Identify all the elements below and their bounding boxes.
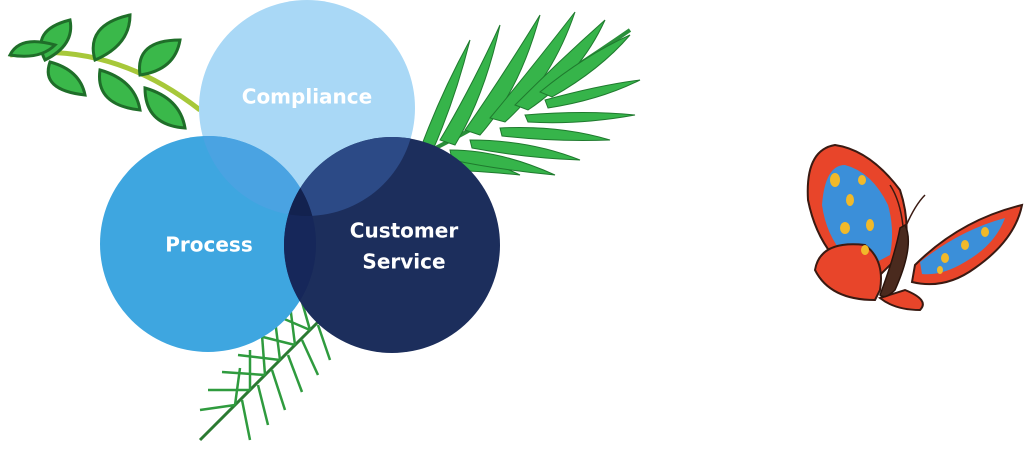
venn-overlap-compliance-process — [199, 136, 316, 216]
label-customer-service-line1: Customer — [350, 219, 459, 243]
label-compliance: Compliance — [242, 85, 372, 109]
butterfly-icon — [806, 143, 1024, 312]
label-customer-service-line2: Service — [362, 250, 445, 274]
label-process: Process — [165, 233, 253, 257]
venn-overlap-compliance-customer — [284, 137, 415, 216]
pine-sprig-icon — [198, 294, 346, 442]
leaf-branch-icon — [7, 13, 202, 130]
